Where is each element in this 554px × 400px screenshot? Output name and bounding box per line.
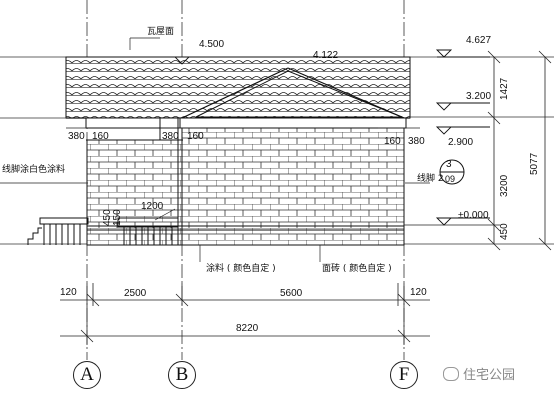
- axis-bubble-b: B: [168, 361, 196, 389]
- offset-160-c: 160: [384, 136, 401, 147]
- offset-380-a: 380: [68, 131, 85, 142]
- face-brick-label: 面砖 ( 颜色自定 ): [322, 264, 392, 274]
- gable-roof: [181, 67, 405, 119]
- offset-160-a: 160: [92, 131, 109, 142]
- hdim-8220: 8220: [236, 323, 259, 334]
- right-dimensions: [404, 50, 552, 251]
- hdim-right-120: 120: [410, 287, 427, 298]
- leader-lines: [0, 37, 430, 262]
- hdim-left-120: 120: [60, 287, 77, 298]
- elev-ground: ±0.000: [458, 210, 489, 221]
- hdim-2500: 2500: [124, 288, 147, 299]
- vdim-5077: 5077: [529, 152, 540, 175]
- chat-bubble-icon: [443, 366, 459, 381]
- axis-bubble-f: F: [390, 361, 418, 389]
- axis-bubble-a: A: [73, 361, 101, 389]
- vdim-3200: 3200: [499, 174, 510, 197]
- vdim-1427: 1427: [499, 77, 510, 100]
- elev-ridge-right: 4.122: [313, 50, 339, 61]
- elev-ridge: 4.500: [199, 39, 225, 50]
- hdim-5600: 5600: [280, 288, 303, 299]
- paint-label: 涂料 ( 颜色自定 ): [206, 264, 276, 274]
- elev-eave: 3.200: [466, 91, 492, 102]
- steps-railing: [27, 217, 179, 245]
- elev-2900: 2.900: [448, 137, 474, 148]
- dim-1200: 1200: [141, 201, 164, 212]
- vdim-450: 450: [499, 223, 510, 240]
- offset-380-b: 380: [162, 131, 179, 142]
- section-mark-sub: 09: [445, 174, 456, 184]
- section-mark-circle: [439, 159, 465, 185]
- cornice: [85, 117, 407, 245]
- watermark: 住宅公园: [443, 364, 515, 383]
- baseboard2-label: 线脚 2: [417, 174, 444, 184]
- elev-top: 4.627: [466, 35, 492, 46]
- bottom-dimensions: [60, 283, 430, 345]
- dim-150-small: 150: [112, 209, 123, 226]
- roof-tile-label: 瓦屋面: [147, 27, 175, 37]
- offset-160-b: 160: [187, 131, 204, 142]
- elevation-markers: [173, 49, 490, 226]
- baseboard-paint-label: 线脚涂白色涂料: [2, 165, 66, 175]
- offset-380-c: 380: [408, 136, 425, 147]
- plinth: [87, 225, 404, 246]
- watermark-text: 住宅公园: [463, 368, 516, 383]
- section-mark-number: 3: [446, 159, 452, 170]
